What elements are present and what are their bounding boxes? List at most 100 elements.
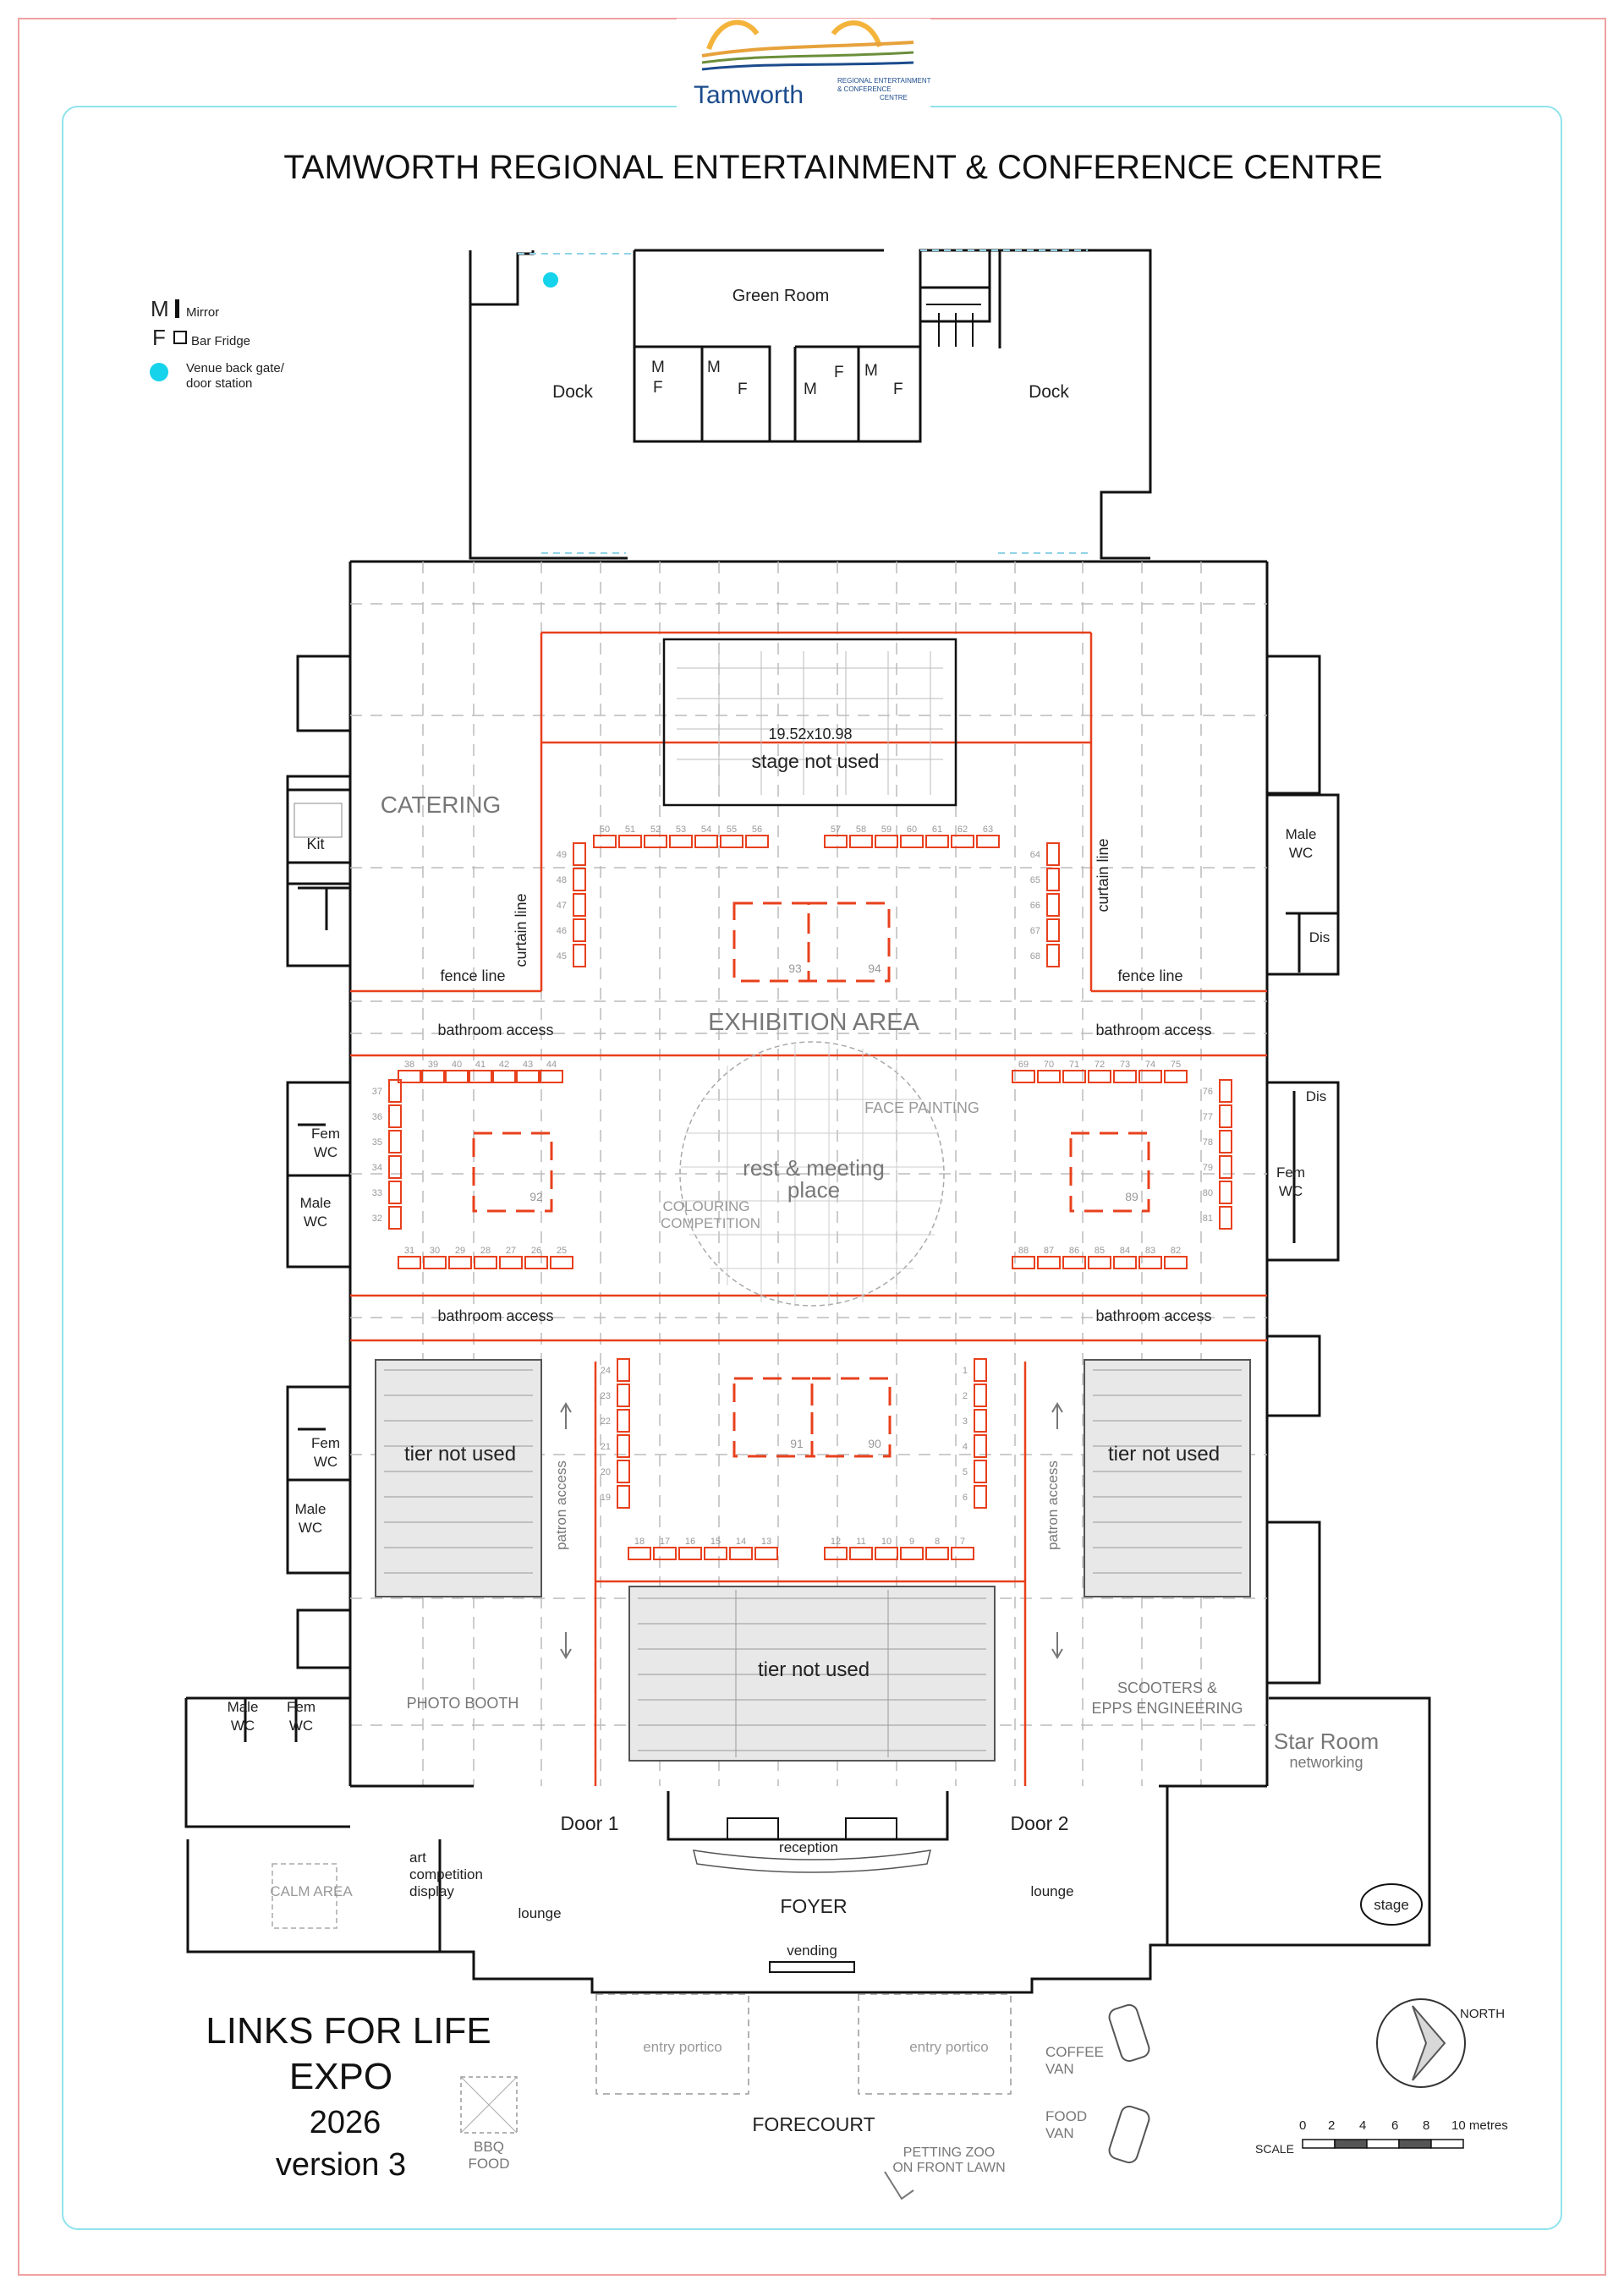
- stall-number: 10: [881, 1537, 892, 1547]
- stall-box: [900, 1547, 924, 1560]
- stall-number: 41: [475, 1060, 486, 1070]
- stall-number: 27: [506, 1246, 516, 1256]
- stall-box: [745, 835, 769, 848]
- stall-box: [974, 1409, 987, 1433]
- stall-box: [694, 835, 718, 848]
- stall-number: 42: [499, 1060, 509, 1070]
- stall-number: 69: [1018, 1060, 1029, 1070]
- art-label-1: art: [409, 1849, 426, 1866]
- scale-tick-8: 8: [1423, 2118, 1429, 2133]
- stall-number: 29: [455, 1246, 465, 1256]
- entry-portico-right: [858, 1993, 1012, 2095]
- stall-number: 2: [963, 1391, 968, 1401]
- stall-box: [669, 835, 693, 848]
- bbq-label-1: BBQ: [474, 2139, 504, 2155]
- stall-box: [1113, 1070, 1137, 1083]
- stall-number: 19: [601, 1493, 611, 1503]
- stall-number: 17: [660, 1537, 670, 1547]
- scale-tick-6: 6: [1391, 2118, 1398, 2133]
- stall-box: [1219, 1079, 1232, 1103]
- stall-box: [448, 1256, 472, 1269]
- foyer-label: FOYER: [780, 1895, 847, 1917]
- tier-right-label: tier not used: [1108, 1443, 1220, 1466]
- patron-access-left: patron access: [553, 1460, 569, 1550]
- legend-mirror-symbol: M: [151, 296, 169, 321]
- stall-box: [1012, 1070, 1035, 1083]
- stall-number: 53: [676, 825, 686, 835]
- north-arrow-icon: [1412, 2005, 1446, 2081]
- expo-line-1: LINKS FOR LIFE: [206, 2010, 491, 2052]
- rest-meeting-area: FACE PAINTING rest & meeting place COLOU…: [661, 1041, 979, 1307]
- stall-box: [653, 1547, 677, 1560]
- back-of-house: Green Room Dock Dock M M M M F F F F: [469, 249, 1152, 560]
- face-painting-label: FACE PAINTING: [864, 1099, 979, 1116]
- stall-box: [398, 1256, 421, 1269]
- stall-number: 44: [546, 1060, 557, 1070]
- expo-line-2: EXPO: [289, 2056, 392, 2097]
- gate-marker: [543, 272, 558, 288]
- stall-box: [925, 1547, 949, 1560]
- stall-number: 55: [727, 825, 737, 835]
- stall-number: 16: [685, 1537, 695, 1547]
- patron-access-right: patron access: [1045, 1460, 1061, 1550]
- booth-93: 93: [788, 962, 802, 975]
- stall-box: [1219, 1181, 1232, 1204]
- booth-89: 89: [1125, 1190, 1138, 1203]
- stall-box: [824, 1547, 848, 1560]
- stall-number: 86: [1069, 1246, 1079, 1256]
- arrows-left: [560, 1402, 572, 1659]
- gate-icon: [150, 363, 168, 381]
- stall-box: [1219, 1104, 1232, 1128]
- coffee-van-label-2: VAN: [1045, 2061, 1074, 2077]
- outer-frame: [18, 18, 1606, 2276]
- stall-box: [388, 1206, 402, 1230]
- compass-circle: [1376, 1998, 1466, 2088]
- stall-number: 74: [1145, 1060, 1155, 1070]
- stall-number: 20: [601, 1467, 611, 1477]
- stall-number: 83: [1145, 1246, 1155, 1256]
- stall-box: [516, 1070, 540, 1083]
- legend-gate-label-1: Venue back gate/: [186, 361, 285, 375]
- stall-box: [720, 835, 743, 848]
- stall-number: 56: [752, 825, 762, 835]
- stall-number: 25: [557, 1246, 567, 1256]
- forecourt-label: FORECOURT: [752, 2113, 875, 2135]
- tiers: tier not used tier not used tier not use…: [375, 1359, 1251, 1762]
- legend-gate-label-2: door station: [186, 376, 252, 391]
- stall-box: [573, 918, 586, 942]
- stall-number: 30: [430, 1246, 440, 1256]
- stall-number: 77: [1203, 1112, 1213, 1122]
- stall-number: 39: [428, 1060, 438, 1070]
- tier-left-label: tier not used: [404, 1443, 516, 1466]
- stall-number: 7: [960, 1537, 965, 1547]
- photo-booth-label: PHOTO BOOTH: [407, 1695, 519, 1712]
- stall-box: [1088, 1070, 1111, 1083]
- stall-box: [976, 835, 1000, 848]
- stall-number: 65: [1030, 875, 1040, 885]
- logo-sub1: REGIONAL ENTERTAINMENT: [837, 77, 931, 85]
- stall-number: 51: [625, 825, 635, 835]
- fem-wc-b1-label-b: WC: [289, 1718, 313, 1734]
- stall-number: 49: [557, 850, 567, 860]
- food-van-icon: [1108, 2105, 1150, 2164]
- petting-zoo-arrow: [884, 2171, 914, 2200]
- stall-box: [974, 1485, 987, 1509]
- male-wc-r-label-1: Male: [1286, 826, 1317, 842]
- stall-number: 38: [404, 1060, 414, 1070]
- stall-number: 34: [372, 1163, 382, 1173]
- stall-box: [849, 1547, 873, 1560]
- logo-sub3: CENTRE: [880, 94, 908, 101]
- stall-number: 47: [557, 901, 567, 911]
- stall-box: [1046, 893, 1060, 917]
- stall-box: [951, 835, 974, 848]
- stall-box: [617, 1485, 630, 1509]
- stall-box: [1012, 1256, 1035, 1269]
- stall-box: [617, 1460, 630, 1483]
- male-wc-l2-label-b: WC: [299, 1520, 322, 1536]
- stall-number: 60: [907, 825, 917, 835]
- stall-box: [1113, 1256, 1137, 1269]
- stall-number: 1: [963, 1366, 968, 1376]
- star-room-label: Star Room: [1274, 1729, 1379, 1754]
- legend-fridge-symbol: F: [152, 325, 166, 350]
- mirror-4: M: [864, 362, 878, 380]
